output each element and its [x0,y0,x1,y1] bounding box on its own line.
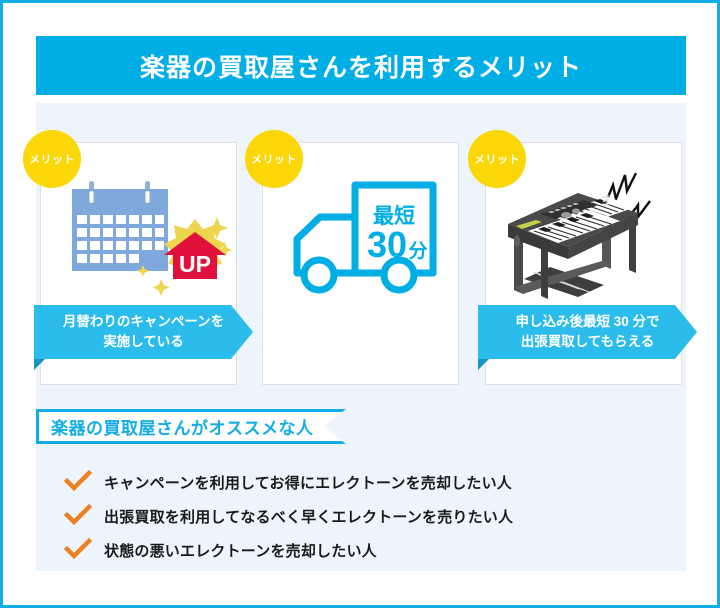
list-item-label: 出張買取を利用してなるべく早くエレクトーンを売りたい人 [104,508,514,526]
header-banner: 楽器の買取屋さんを利用するメリット [36,36,686,95]
truck-text-number: 30 [367,224,407,265]
ribbon-line-1: 申し込み後最短 30 分で [515,314,660,330]
merit-badge-3: メリット [468,130,526,188]
calendar-up-icon: UP [41,169,238,309]
merit-badge-label: メリット [474,154,520,166]
ribbon-line-1: 月替わりのキャンペーンを [62,314,225,330]
delivery-truck-icon: 最短 30 分 [263,169,460,309]
merit-badge-2: メリット [245,130,303,188]
recommend-section-header: 楽器の買取屋さんがオススメな人 [36,409,346,444]
list-item: 状態の悪いエレクトーンを売却したい人 [63,533,665,567]
list-item: キャンペーンを利用してお得にエレクトーンを売却したい人 [63,465,665,499]
ribbon-fold-1 [34,359,45,370]
merit-badge-label: メリット [251,154,297,166]
check-icon [63,503,93,526]
merit-ribbon-1: 月替わりのキャンペーンを 実施している [34,305,253,359]
check-icon [63,469,93,492]
electone-organ-icon [486,169,683,309]
merit-badge-label: メリット [29,154,75,166]
ribbon-line-2: 実施している [103,334,184,349]
merit-card-1: UP 月替わりのキャンペーンを 実施している [34,142,238,385]
up-badge-text: UP [179,251,211,277]
ribbon-fold-2 [478,359,489,370]
list-item-label: 状態の悪いエレクトーンを売却したい人 [104,542,377,560]
recommend-section-title: 楽器の買取屋さんがオススメな人 [51,419,314,438]
merit-ribbon-2: 申し込み後最短 30 分で 出張買取してもらえる [478,305,697,359]
ribbon-line-2: 出張買取してもらえる [520,334,655,349]
merit-badge-1: メリット [23,130,81,188]
page-title: 楽器の買取屋さんを利用するメリット [139,53,582,82]
list-item: 出張買取を利用してなるべく早くエレクトーンを売りたい人 [63,499,665,533]
truck-text-unit: 分 [408,240,427,262]
truck-text-top: 最短 [373,205,415,228]
check-icon [63,537,93,560]
list-item-label: キャンペーンを利用してお得にエレクトーンを売却したい人 [104,474,513,492]
merit-card-row: UP 月替わりのキャンペーンを 実施している [23,130,686,385]
recommend-checklist: キャンペーンを利用してお得にエレクトーンを売却したい人 出張買取を利用してなるべ… [63,465,665,567]
merit-card-2: 最短 30 分 申し込み後最短 30 分で 出張買取してもらえる [262,142,459,385]
